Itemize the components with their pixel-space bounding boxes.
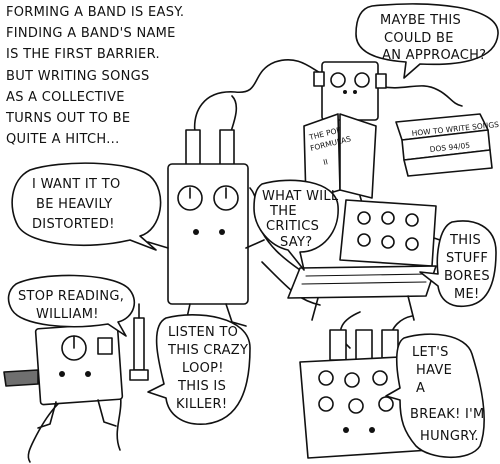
bubble-line: LISTEN TO: [168, 325, 238, 340]
narration-line: FORMING A BAND IS EASY.: [6, 5, 184, 20]
bubble-line: I WANT IT TO: [32, 177, 120, 192]
knob-icon: [405, 237, 419, 251]
bubble-line: STOP READING,: [18, 289, 124, 304]
bubble-line: BORES: [444, 269, 490, 284]
knob-icon: [381, 211, 395, 225]
speech-bubble-distorted: I WANT IT TO BE HEAVILY DISTORTED!: [11, 162, 162, 251]
speech-bubble-approach: MAYBE THIS COULD BE AN APPROACH?: [355, 3, 499, 79]
bubble-line: LET'S: [412, 345, 449, 360]
knob-icon: [372, 370, 388, 386]
bubble-line: ME!: [454, 287, 480, 302]
speech-bubble-break: LET'S HAVE A BREAK! I'M HUNGRY.: [385, 333, 485, 458]
knob-icon: [318, 370, 334, 386]
knob-icon: [344, 372, 360, 388]
bubble-line: WHAT WILL: [262, 189, 339, 204]
book-title: II: [322, 157, 328, 167]
knob-icon: [348, 398, 364, 414]
tube-icon: [381, 329, 399, 361]
bubble-line: THIS CRAZY: [167, 343, 248, 358]
knob-icon: [357, 233, 371, 247]
pedal-stop-reading: [3, 322, 124, 429]
book-spine-text: DOS 94/05: [429, 141, 470, 154]
narration-caption: FORMING A BAND IS EASY. FINDING A BAND'S…: [5, 5, 184, 147]
knob-icon: [357, 211, 371, 225]
knob-icon: [354, 72, 370, 88]
bubble-line: COULD BE: [384, 31, 454, 46]
bubble-line: BREAK! I'M: [410, 407, 485, 422]
speech-bubble-crazy-loop: LISTEN TO THIS CRAZY LOOP! THIS IS KILLE…: [147, 314, 251, 425]
bubble-line: WILLIAM!: [36, 307, 99, 322]
knob-icon: [330, 72, 346, 88]
bubble-line: CRITICS: [266, 219, 319, 234]
tube-icon: [355, 329, 373, 361]
narration-line: FINDING A BAND'S NAME: [6, 26, 176, 41]
knob-icon: [378, 396, 394, 412]
bubble-line: LOOP!: [182, 361, 224, 376]
bubble-line: THIS: [449, 233, 481, 248]
knob-icon: [405, 213, 419, 227]
narration-line: QUITE A HITCH...: [6, 132, 120, 147]
knob-icon: [318, 396, 334, 412]
bubble-line: MAYBE THIS: [380, 13, 461, 28]
knob-icon: [381, 235, 395, 249]
pedal-reader: THE POP FORMULAS II: [303, 61, 387, 221]
bubble-line: STUFF: [446, 251, 488, 266]
narration-line: TURNS OUT TO BE: [5, 111, 130, 126]
tube-icon: [329, 329, 347, 361]
guitar-jack: [129, 303, 149, 381]
bubble-line: KILLER!: [176, 397, 227, 412]
bubble-line: HAVE: [416, 363, 452, 378]
bubble-line: AN APPROACH?: [382, 48, 486, 63]
jack-icon: [219, 129, 235, 167]
speech-bubble-stop-reading: STOP READING, WILLIAM!: [7, 274, 136, 337]
bubble-line: SAY?: [280, 235, 312, 250]
speech-bubble-bores: THIS STUFF BORES ME!: [419, 220, 497, 308]
bubble-line: DISTORTED!: [32, 217, 115, 232]
jack-icon: [185, 129, 201, 167]
bubble-line: A: [416, 381, 425, 396]
narration-line: BUT WRITING SONGS: [6, 69, 150, 84]
narration-line: IS THE FIRST BARRIER.: [6, 47, 160, 62]
cable-plug-icon: [3, 369, 39, 387]
bubble-line: BE HEAVILY: [36, 197, 113, 212]
book-stack: HOW TO WRITE SONGS DOS 94/05: [395, 113, 500, 177]
pedal-distorted: [147, 129, 265, 327]
bubble-line: HUNGRY.: [420, 429, 479, 444]
bubble-line: THIS IS: [177, 379, 226, 394]
narration-line: AS A COLLECTIVE: [6, 90, 125, 105]
bubble-line: THE: [269, 204, 297, 219]
speech-bubble-critics: WHAT WILL THE CRITICS SAY?: [253, 179, 339, 271]
pedal-laptop: [287, 199, 437, 321]
